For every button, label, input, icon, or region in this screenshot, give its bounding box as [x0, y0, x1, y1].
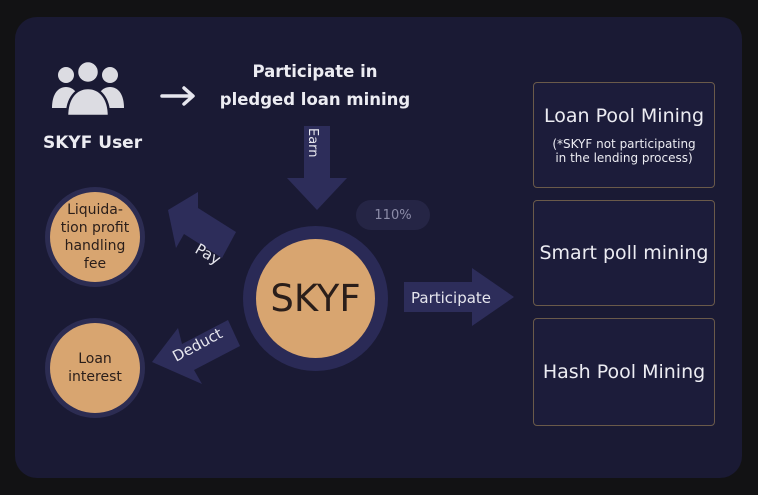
loan-interest-line-2: interest: [68, 369, 122, 385]
title-line-1: Participate in: [252, 62, 378, 81]
liquidation-fee-node: Liquida- tion profit handling fee: [50, 192, 140, 282]
participate-label: Participate: [411, 289, 491, 307]
hash-pool-title: Hash Pool Mining: [542, 361, 706, 383]
hash-pool-mining-box: Hash Pool Mining: [533, 318, 715, 426]
participate-arrow: Participate: [404, 268, 514, 326]
loan-pool-note: (*SKYF not participating in the lending …: [552, 137, 695, 165]
liquidation-line-2: tion profit: [60, 220, 130, 236]
loan-interest-line-1: Loan: [78, 351, 112, 367]
diagram-title: Participate in pledged loan mining: [210, 58, 420, 114]
skyf-node: SKYF: [256, 239, 375, 358]
loan-interest-node: Loan interest: [50, 323, 140, 413]
earn-label: Earn: [305, 128, 320, 158]
percent-badge: 110%: [356, 200, 430, 230]
liquidation-line-1: Liquida-: [67, 202, 123, 218]
loan-pool-mining-box: Loan Pool Mining (*SKYF not participatin…: [533, 82, 715, 188]
earn-arrow: Earn: [287, 126, 347, 210]
user-label: SKYF User: [43, 133, 143, 153]
liquidation-line-3: handling: [64, 238, 126, 254]
loan-pool-note-line-2: in the lending process): [555, 151, 693, 165]
liquidation-line-4: fee: [83, 256, 107, 272]
pay-arrow: Pay: [168, 192, 236, 269]
smart-pool-mining-box: Smart poll mining: [533, 200, 715, 306]
smart-pool-title: Smart poll mining: [539, 242, 709, 264]
users-icon: [52, 59, 124, 118]
deduct-arrow: Deduct: [152, 320, 240, 384]
loan-pool-title: Loan Pool Mining: [543, 105, 705, 127]
arrow-right-icon: [160, 86, 195, 106]
loan-pool-note-line-1: (*SKYF not participating: [552, 137, 696, 151]
title-line-2: pledged loan mining: [219, 90, 411, 109]
